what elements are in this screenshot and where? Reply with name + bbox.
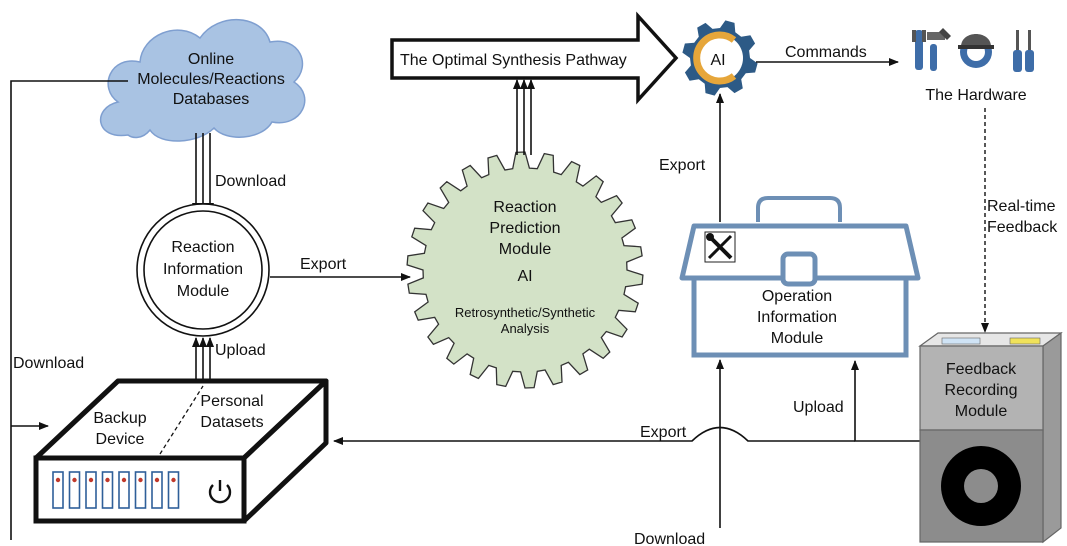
operation-label-3: Module <box>771 330 824 347</box>
drive-led <box>105 477 110 483</box>
prediction-to-pathway-edge <box>513 79 535 155</box>
feedback-label-1: Feedback <box>946 361 1017 378</box>
download-label: Download <box>215 173 286 190</box>
optimal-pathway-arrow: The Optimal Synthesis Pathway <box>390 11 679 105</box>
feedback-front-top <box>919 345 1044 431</box>
wrench-screwdriver-icon <box>704 231 736 263</box>
commands-edge: Commands <box>756 44 899 66</box>
toolbox-handle <box>756 196 842 222</box>
ai-ring <box>693 31 737 85</box>
prediction-label-2: Prediction <box>489 220 560 237</box>
drive-led <box>55 477 61 483</box>
drive-slot <box>134 471 147 509</box>
reaction-info-label-1: Reaction <box>171 239 234 256</box>
feedback-side <box>1042 331 1062 544</box>
reaction-info-label-2: Information <box>163 261 243 278</box>
realtime-label-1: Real-time <box>987 198 1056 215</box>
pathway-label: The Optimal Synthesis Pathway <box>400 52 627 69</box>
databases-cloud: Online Molecules/Reactions Databases <box>100 18 306 142</box>
prediction-analysis-1: Retrosynthetic/Synthetic <box>455 305 596 320</box>
upload-feedback-edge: Upload <box>793 360 920 442</box>
inner-ring <box>143 210 263 330</box>
power-icon <box>208 480 232 504</box>
drive-slot <box>52 471 64 509</box>
export-label-3: Export <box>640 424 687 441</box>
hardware-label: The Hardware <box>925 87 1026 104</box>
ai-gear-center <box>697 35 743 81</box>
export-label-1: Export <box>300 256 347 273</box>
backup-device: Backup Device Personal Datasets <box>33 378 329 524</box>
databases-label-2: Molecules/Reactions <box>137 71 285 88</box>
drive-led <box>72 477 77 483</box>
export-to-ai-edge: Export <box>659 93 724 222</box>
backup-label-2: Device <box>96 431 145 448</box>
commands-label: Commands <box>785 44 867 61</box>
ai-gear: AI <box>682 20 758 96</box>
hardware: The Hardware <box>912 28 1034 104</box>
upload-feedback-label: Upload <box>793 399 844 416</box>
feedback-label-2: Recording <box>945 382 1018 399</box>
toolbox-body <box>691 275 909 358</box>
prediction-analysis-2: Analysis <box>501 321 550 336</box>
upload-label: Upload <box>215 342 266 359</box>
export-feedback-edge: Export <box>333 424 855 445</box>
drive-slot <box>118 471 130 509</box>
prediction-gear-shape <box>406 151 644 389</box>
realtime-label-2: Feedback <box>987 219 1058 236</box>
ai-gear-label: AI <box>710 52 725 69</box>
export-to-prediction-edge: Export <box>270 256 411 281</box>
drive-led <box>121 477 127 483</box>
personal-label-2: Datasets <box>200 414 263 431</box>
personal-label-1: Personal <box>200 393 263 410</box>
drive-slot <box>68 471 81 509</box>
toolbox-latch <box>780 251 818 287</box>
databases-label-1: Online <box>188 51 234 68</box>
screwdrivers-icon <box>1013 30 1034 72</box>
feedback-yellow-strip <box>1009 337 1041 345</box>
drive-led <box>138 477 143 483</box>
reaction-prediction-module: Reaction Prediction Module AI Retrosynth… <box>406 151 644 389</box>
backup-slots <box>52 471 180 509</box>
backup-label-1: Backup <box>93 410 146 427</box>
download-bottom-edge: Download <box>634 359 724 546</box>
drive-slot <box>101 471 114 509</box>
tools-icon <box>912 28 951 71</box>
upload-edge: Upload <box>192 337 266 383</box>
download-bottom-label: Download <box>634 531 705 546</box>
databases-label-3: Databases <box>173 91 250 108</box>
drive-slot <box>167 471 180 509</box>
drive-slot <box>151 471 163 509</box>
feedback-speaker-center <box>964 469 998 503</box>
reaction-info-label-3: Module <box>177 283 230 300</box>
operation-information-module: Operation Information Module <box>679 196 921 358</box>
download-left-label: Download <box>13 355 84 372</box>
feedback-label-3: Module <box>955 403 1008 420</box>
download-edge: Download <box>192 133 286 213</box>
operation-label-2: Information <box>757 309 837 326</box>
operation-label-1: Operation <box>762 288 832 305</box>
drive-led <box>154 477 160 483</box>
drive-led <box>88 477 94 483</box>
download-left-edge: Download <box>10 80 128 540</box>
prediction-ai-label: AI <box>517 268 532 285</box>
pathway-arrow-shape <box>390 11 679 105</box>
feedback-recording-module: Feedback Recording Module <box>918 331 1063 544</box>
feedback-label-strip <box>941 337 981 345</box>
prediction-label-1: Reaction <box>493 199 556 216</box>
reaction-information-module: Reaction Information Module <box>136 203 270 337</box>
helmet-gear-icon <box>958 34 994 68</box>
drive-slot <box>85 471 97 509</box>
drive-led <box>171 477 176 483</box>
realtime-feedback-edge: Real-time Feedback <box>981 108 1058 333</box>
prediction-label-3: Module <box>499 241 552 258</box>
export-label-2: Export <box>659 157 706 174</box>
